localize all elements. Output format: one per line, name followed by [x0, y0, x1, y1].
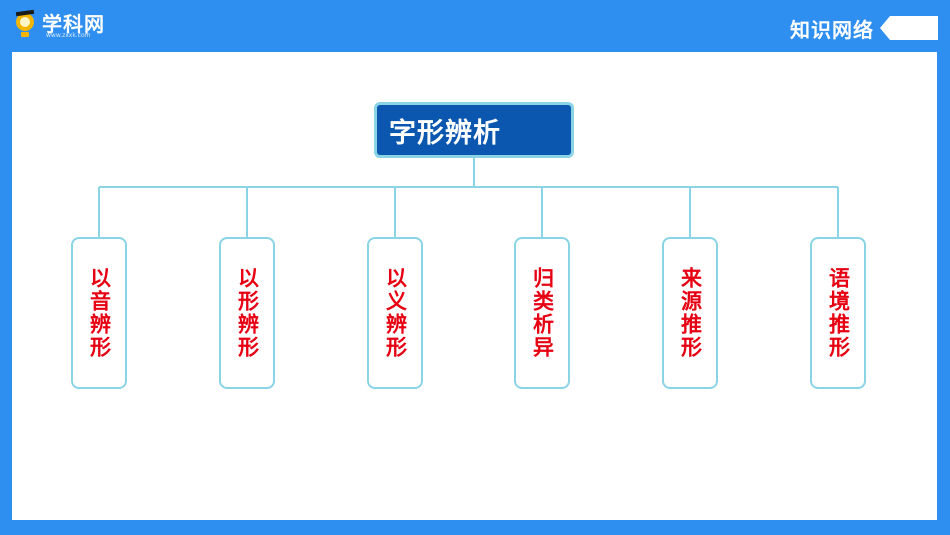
child-node-2: 以形辨形 — [219, 237, 275, 389]
child-node-3: 以义辨形 — [367, 237, 423, 389]
child-node-label: 语境推形 — [826, 267, 851, 359]
section-tab-decoration — [880, 16, 938, 40]
site-logo: 学科网 www.zxxk.com — [12, 6, 112, 40]
child-node-label: 来源推形 — [678, 267, 703, 359]
child-node-label: 以义辨形 — [383, 267, 408, 359]
logo-mascot-icon — [15, 9, 35, 37]
child-node-label: 以音辨形 — [87, 267, 112, 359]
logo-subtext: www.zxxk.com — [46, 32, 91, 39]
root-node: 字形辨析 — [374, 102, 574, 158]
logo-text: 学科网 — [42, 12, 105, 36]
root-node-label: 字形辨析 — [389, 117, 501, 149]
content-panel: 字形辨析 以音辨形 以形辨形 以义辨形 归类析异 来源推形 语境推形 — [12, 52, 937, 520]
child-node-label: 归类析异 — [530, 267, 555, 359]
child-node-4: 归类析异 — [514, 237, 570, 389]
connector-lines — [98, 158, 839, 237]
section-title: 知识网络 — [790, 18, 874, 42]
child-node-6: 语境推形 — [810, 237, 866, 389]
child-node-1: 以音辨形 — [71, 237, 127, 389]
child-node-label: 以形辨形 — [235, 267, 260, 359]
child-node-5: 来源推形 — [662, 237, 718, 389]
